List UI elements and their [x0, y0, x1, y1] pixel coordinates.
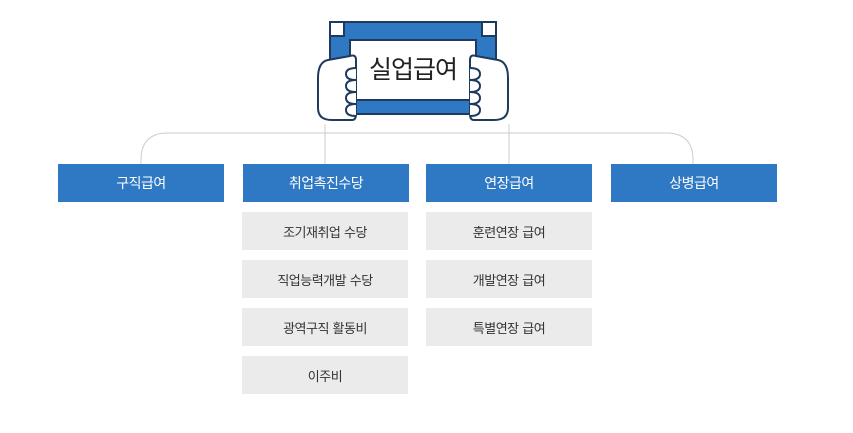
category-reemployment-allowance: 취업촉진수당	[243, 164, 409, 202]
sub-item-training-extension: 훈련연장 급여	[426, 212, 592, 250]
sign-holding-hands-icon	[317, 21, 509, 121]
sub-item-special-extension: 특별연장 급여	[426, 308, 592, 346]
category-sickness-benefit: 상병급여	[611, 164, 777, 202]
sub-item-vocational-training: 직업능력개발 수당	[242, 260, 408, 298]
sub-item-individual-extension: 개발연장 급여	[426, 260, 592, 298]
diagram-title: 실업급여	[368, 55, 458, 84]
branch-connector	[140, 132, 694, 164]
category-job-seeking-benefit: 구직급여	[58, 164, 224, 202]
sub-item-wide-area-job-search: 광역구직 활동비	[242, 308, 408, 346]
sub-item-early-reemployment: 조기재취업 수당	[242, 212, 408, 250]
category-extended-benefit: 연장급여	[426, 164, 592, 202]
sub-item-relocation: 이주비	[242, 356, 408, 394]
